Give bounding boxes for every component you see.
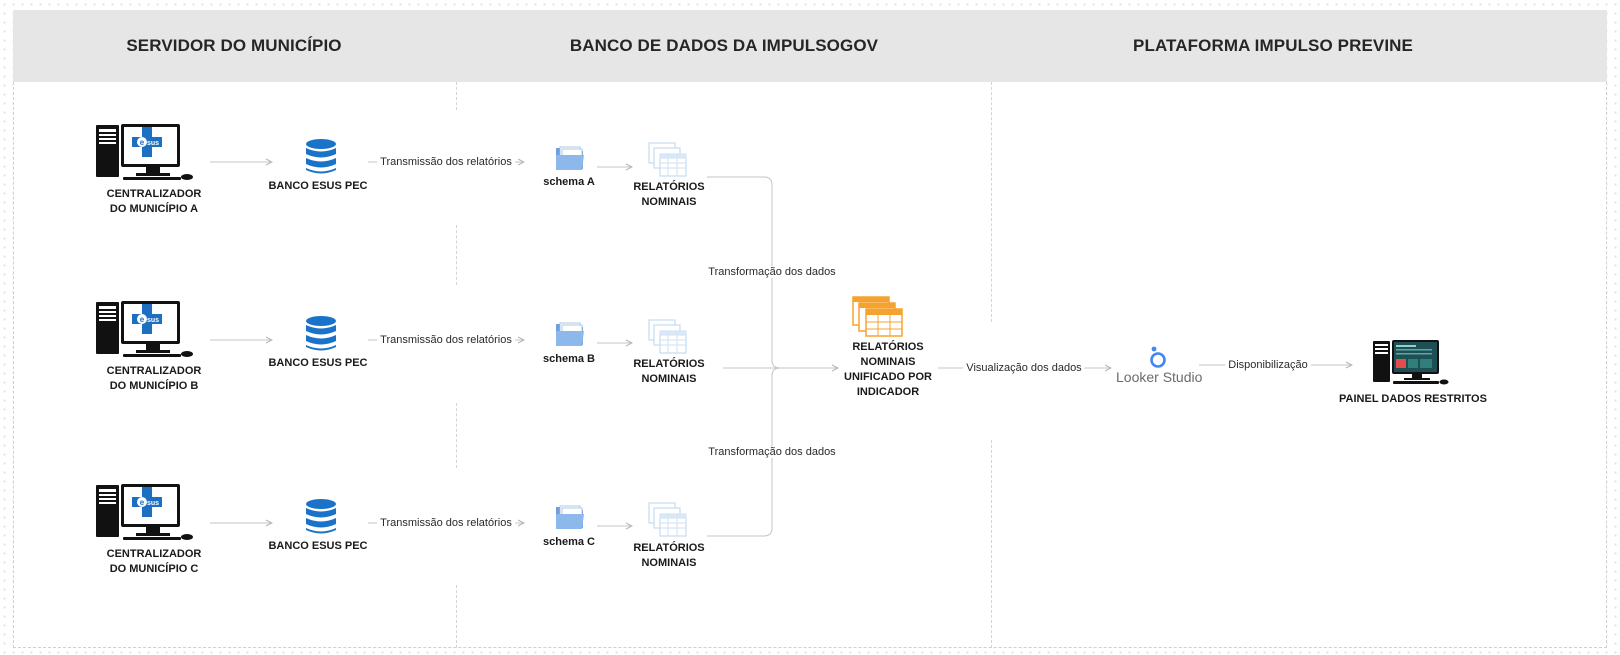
divider-servidor-banco <box>456 585 457 648</box>
banco-esus-b-label: BANCO ESUS PEC <box>268 357 368 369</box>
divider-servidor-banco <box>456 403 457 468</box>
transmissao-b-label: Transmissão dos relatórios <box>377 334 515 346</box>
section-title-servidor: SERVIDOR DO MUNICÍPIO <box>126 36 342 55</box>
dashboard-computer-icon <box>1373 340 1449 386</box>
transmissao-c-label: Transmissão dos relatórios <box>377 517 515 529</box>
database-icon <box>305 139 337 175</box>
svg-text:e: e <box>140 138 145 147</box>
folder-icon <box>555 321 585 347</box>
divider-banco-plataforma <box>991 82 992 322</box>
header-band <box>13 10 1607 82</box>
esus-logo-text: sus <box>147 140 159 147</box>
folder-icon <box>555 145 585 171</box>
svg-text:e: e <box>140 315 145 324</box>
database-icon <box>305 316 337 352</box>
esus-logo-icon: e sus <box>132 487 162 517</box>
disponibilizacao-label: Disponibilização <box>1225 359 1311 371</box>
looker-studio-wordmark: Looker Studio <box>1116 369 1203 385</box>
section-title-banco: BANCO DE DADOS DA IMPULSOGOV <box>569 36 879 55</box>
banco-esus-a-label: BANCO ESUS PEC <box>268 180 368 192</box>
divider-banco-plataforma <box>991 440 992 648</box>
painel-label: PAINEL DADOS RESTRITOS <box>1339 393 1487 405</box>
orange-sheets-stack-icon <box>852 296 904 338</box>
transmissao-a-label: Transmissão dos relatórios <box>377 156 515 168</box>
sheets-stack-icon <box>648 502 688 538</box>
banco-esus-c-label: BANCO ESUS PEC <box>268 540 368 552</box>
svg-text:e: e <box>140 498 145 507</box>
sheets-stack-icon <box>648 142 688 178</box>
section-title-plataforma: PLATAFORMA IMPULSO PREVINE <box>1133 36 1413 55</box>
schema-b-label: schema B <box>543 353 595 365</box>
esus-logo-icon: e sus <box>132 127 162 157</box>
schema-c-label: schema C <box>543 536 595 548</box>
divider-servidor-banco <box>456 82 457 110</box>
database-icon <box>305 499 337 535</box>
sheets-stack-icon <box>648 319 688 355</box>
esus-logo-text: sus <box>147 500 159 507</box>
merge-line-a <box>707 176 781 369</box>
folder-icon <box>555 504 585 530</box>
transformacao-bottom-label: Transformação dos dados <box>705 446 839 458</box>
esus-logo-text: sus <box>147 317 159 324</box>
schema-a-label: schema A <box>543 176 595 188</box>
merge-line-c <box>707 367 781 537</box>
divider-servidor-banco <box>456 225 457 285</box>
transformacao-top-label: Transformação dos dados <box>705 266 839 278</box>
esus-logo-icon: e sus <box>132 304 162 334</box>
visualizacao-label: Visualização dos dados <box>963 362 1085 374</box>
looker-studio-icon <box>1148 345 1168 369</box>
